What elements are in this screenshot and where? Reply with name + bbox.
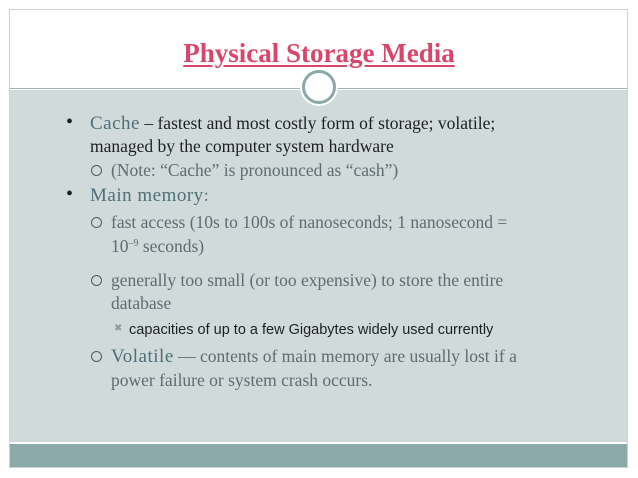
separator: — bbox=[173, 346, 201, 366]
exponent-rest: seconds) bbox=[138, 236, 205, 256]
exponent: –9 bbox=[128, 238, 139, 249]
keyword-main-memory: Main memory bbox=[90, 185, 204, 206]
bullet-dot-icon: • bbox=[66, 183, 74, 205]
separator: : bbox=[203, 185, 209, 205]
footer-bar bbox=[10, 444, 627, 467]
list-item-main-memory: Main memory: bbox=[90, 184, 209, 207]
list-item-fast-access-line2: 10–9 seconds) bbox=[111, 235, 204, 257]
separator: – bbox=[139, 113, 158, 133]
list-item-capacities: capacities of up to a few Gigabytes wide… bbox=[129, 322, 494, 338]
circle-ornament-icon bbox=[302, 70, 336, 104]
list-item-volatile: Volatile — contents of main memory are u… bbox=[111, 345, 517, 368]
list-item-too-small-line2: database bbox=[111, 293, 172, 313]
keyword-volatile: Volatile bbox=[111, 346, 174, 367]
item-text: fastest and most costly form of storage;… bbox=[157, 113, 496, 133]
list-item-too-small: generally too small (or too expensive) t… bbox=[111, 270, 504, 290]
bullet-ring-icon bbox=[91, 275, 102, 286]
item-text: contents of main memory are usually lost… bbox=[200, 346, 517, 366]
bullet-dot-icon: • bbox=[66, 111, 74, 133]
list-item-cache: Cache – fastest and most costly form of … bbox=[90, 112, 495, 135]
bullet-ring-icon bbox=[91, 165, 102, 176]
list-item-cache-line2: managed by the computer system hardware bbox=[90, 136, 394, 156]
list-item-fast-access: fast access (10s to 100s of nanoseconds;… bbox=[111, 212, 508, 232]
exponent-base: 10 bbox=[111, 236, 129, 256]
x-mark-icon: ✖ bbox=[114, 323, 123, 334]
keyword-cache: Cache bbox=[90, 113, 140, 134]
content-area bbox=[10, 90, 627, 442]
list-item-volatile-line2: power failure or system crash occurs. bbox=[111, 370, 373, 390]
list-item-cache-note: (Note: “Cache” is pronounced as “cash”) bbox=[111, 160, 399, 180]
slide-title: Physical Storage Media bbox=[183, 38, 455, 68]
bullet-ring-icon bbox=[91, 217, 102, 228]
bullet-ring-icon bbox=[91, 351, 102, 362]
